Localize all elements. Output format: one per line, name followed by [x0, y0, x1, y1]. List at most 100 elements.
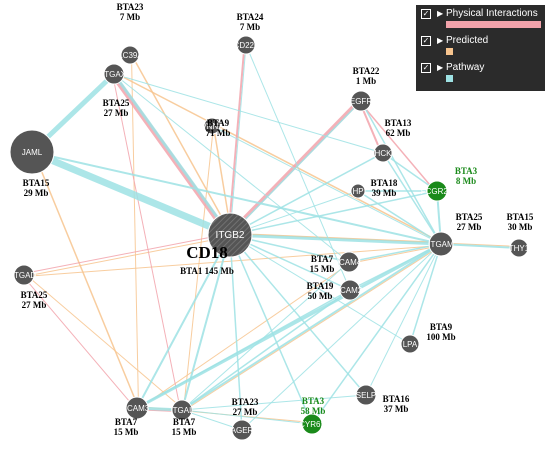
- edge-pathway: [113, 73, 384, 154]
- node-fcgr2a[interactable]: FCGR2A: [421, 180, 454, 202]
- node-itgal[interactable]: ITGAL: [170, 399, 194, 421]
- chromosome-annotation: 27 Mb: [457, 222, 482, 232]
- edge-predicted: [130, 54, 139, 408]
- edge-pathway: [409, 243, 442, 345]
- chromosome-annotation: BTA25: [456, 212, 483, 222]
- node-label: ITGAM: [428, 240, 454, 249]
- legend-color-swatch: [446, 48, 453, 55]
- edge-physical: [23, 233, 230, 275]
- legend-color-swatch: [446, 75, 453, 82]
- node-itgam[interactable]: ITGAM: [428, 231, 454, 257]
- node-hp[interactable]: HP: [350, 183, 366, 199]
- edge-pathway: [112, 73, 232, 236]
- node-selp[interactable]: SELP: [355, 384, 377, 406]
- edge-pathway: [136, 234, 231, 409]
- expand-arrow-icon[interactable]: ▶: [437, 36, 444, 45]
- node-hck[interactable]: HCK: [373, 143, 393, 163]
- node-label: FCGR2A: [421, 187, 454, 196]
- node-label: HP: [352, 187, 363, 196]
- expand-arrow-icon[interactable]: ▶: [437, 9, 444, 18]
- node-label: AGER: [231, 426, 254, 435]
- node-label: CD226: [234, 41, 259, 50]
- legend-label: Predicted: [446, 35, 489, 46]
- node-thy1[interactable]: THY1: [509, 238, 530, 258]
- chromosome-annotation: 50 Mb: [308, 291, 333, 301]
- edge-predicted: [32, 151, 140, 408]
- expand-arrow-icon[interactable]: ▶: [437, 63, 444, 72]
- edge-pathway: [30, 148, 232, 239]
- legend-item-predicted[interactable]: ✓ ▶ Predicted: [421, 35, 540, 62]
- edge-pathway: [113, 73, 350, 263]
- node-label: EGFR: [350, 97, 372, 106]
- edge-pathway: [181, 409, 243, 431]
- chromosome-annotation: 15 Mb: [310, 264, 335, 274]
- chromosome-annotation: BTA7: [115, 417, 138, 427]
- node-egfr[interactable]: EGFR: [350, 90, 372, 112]
- checkbox-icon[interactable]: ✓: [421, 9, 431, 19]
- edge-pathway: [241, 243, 442, 431]
- chromosome-annotation: BTA19: [307, 281, 334, 291]
- node-label: ITGAX: [102, 70, 127, 79]
- node-icam4[interactable]: ICAM4: [337, 251, 362, 273]
- chromosome-annotation: BTA9: [430, 322, 453, 332]
- node-label: ITGB2: [216, 230, 245, 241]
- node-cyr61[interactable]: CYR61: [299, 413, 325, 435]
- chromosome-annotation: 30 Mb: [508, 222, 533, 232]
- node-label: THY1: [509, 244, 530, 253]
- node-ager[interactable]: AGER: [231, 419, 254, 441]
- node-vnn2[interactable]: VNN2: [201, 117, 223, 135]
- edge-pathway: [229, 190, 438, 236]
- node-label: CYR61: [299, 420, 325, 429]
- node-jaml[interactable]: JAML: [9, 129, 55, 175]
- chromosome-annotation: BTA7: [173, 417, 196, 427]
- node-label: SELP: [356, 391, 376, 400]
- chromosome-annotation: BTA16: [383, 394, 410, 404]
- node-label: ITGAL: [170, 406, 194, 415]
- node-cd226[interactable]: CD226: [234, 35, 259, 55]
- edge-predicted: [137, 262, 351, 410]
- edge-physical: [359, 101, 437, 193]
- edge-pathway: [229, 233, 442, 246]
- node-label: SLC39A7: [113, 51, 148, 60]
- edge-pathway: [348, 243, 442, 263]
- node-itgad[interactable]: ITGAD: [12, 264, 37, 286]
- edge-pathway: [229, 234, 411, 345]
- node-label: HCK: [375, 149, 393, 158]
- edge-pathway: [229, 234, 367, 396]
- node-slc39a7[interactable]: SLC39A7: [113, 45, 148, 65]
- node-lpa[interactable]: LPA: [400, 334, 420, 354]
- chromosome-annotation: BTA3: [302, 396, 325, 406]
- chromosome-annotation: 27 Mb: [22, 300, 47, 310]
- node-icam2[interactable]: ICAM2: [338, 279, 363, 301]
- edge-pathway: [181, 394, 367, 411]
- edge-physical: [227, 44, 246, 235]
- edge-pathway: [382, 152, 438, 192]
- edge-predicted: [24, 235, 231, 277]
- node-label: LPA: [403, 340, 418, 349]
- chromosome-annotation: 37 Mb: [384, 404, 409, 414]
- edge-pathway: [229, 100, 362, 236]
- edge-predicted: [24, 273, 184, 410]
- edge-pathway: [181, 289, 351, 411]
- node-itgax[interactable]: ITGAX: [102, 63, 127, 85]
- chromosome-annotation: 7 Mb: [120, 12, 140, 22]
- node-label: ITGAD: [12, 271, 37, 280]
- legend-item-physical-interactions[interactable]: ✓ ▶ Physical Interactions: [421, 8, 541, 35]
- legend-item-pathway[interactable]: ✓ ▶ Pathway: [421, 62, 540, 89]
- network-legend: ✓ ▶ Physical Interactions ✓ ▶ Predicted …: [416, 5, 545, 91]
- checkbox-icon[interactable]: ✓: [421, 36, 431, 46]
- chromosome-annotation: BTA25: [103, 98, 130, 108]
- edge-pathway: [245, 44, 351, 291]
- edge-pathway: [440, 243, 520, 249]
- chromosome-annotation: 39 Mb: [372, 188, 397, 198]
- node-icam3[interactable]: ICAM3: [125, 396, 150, 420]
- chromosome-annotation: 29 Mb: [24, 188, 49, 198]
- checkbox-icon[interactable]: ✓: [421, 63, 431, 73]
- edge-pathway: [357, 190, 442, 245]
- chromosome-annotation: 15 Mb: [172, 427, 197, 437]
- node-itgb2[interactable]: ITGB2: [207, 212, 253, 258]
- chromosome-annotation: BTA9: [207, 118, 230, 128]
